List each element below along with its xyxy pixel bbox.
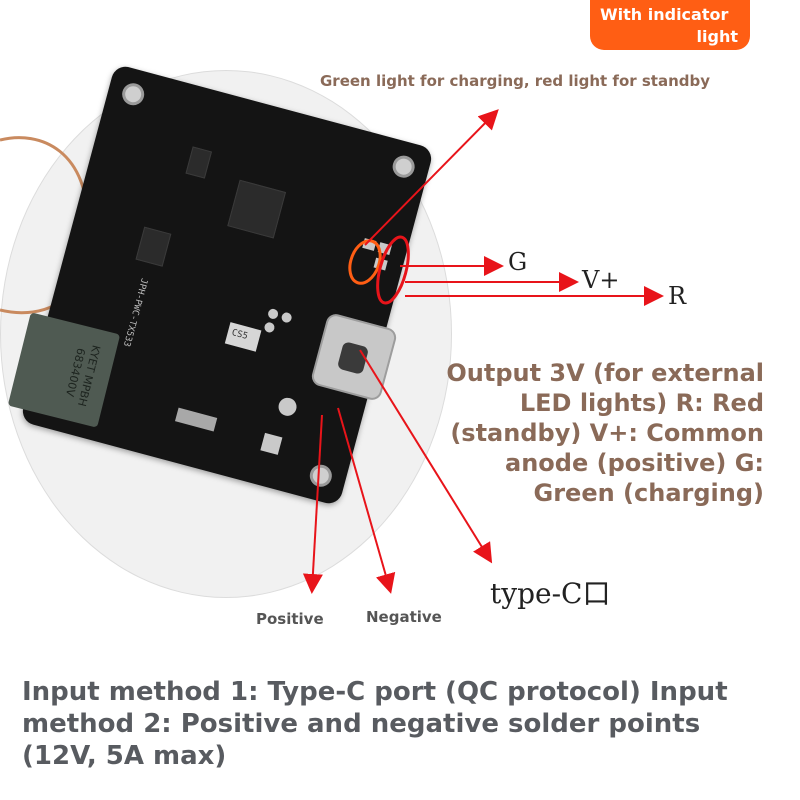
board-model-silkscreen: JPH-PWC-TX533 xyxy=(120,276,149,348)
led-pad-r xyxy=(373,257,388,271)
badge-line-1: With indicator xyxy=(600,5,729,24)
indicator-badge: With indicator light xyxy=(590,0,750,50)
indicator-note: Green light for charging, red light for … xyxy=(320,72,711,90)
mount-hole xyxy=(307,462,335,490)
negative-solder-pad xyxy=(260,432,283,455)
led-pad-v xyxy=(377,242,392,255)
signal-r-label: R xyxy=(668,282,687,310)
led-pad-g xyxy=(362,238,377,251)
test-pad xyxy=(280,311,293,324)
output-description: Output 3V (for external LED lights) R: R… xyxy=(446,359,764,507)
test-pad xyxy=(266,307,280,321)
positive-solder-pad xyxy=(276,395,299,418)
input-description: Input method 1: Type-C port (QC protocol… xyxy=(22,677,728,771)
badge-line-2: light xyxy=(696,27,738,46)
mosfet-chip xyxy=(185,146,213,179)
mosfet-chip xyxy=(135,226,172,267)
test-pad xyxy=(263,321,276,334)
connector-header xyxy=(174,407,218,432)
typec-port-label: type-C口 xyxy=(490,577,611,610)
mount-hole xyxy=(119,80,147,108)
positive-label: Positive xyxy=(256,610,324,628)
signal-v-label: V+ xyxy=(582,266,620,294)
mount-hole xyxy=(390,153,418,181)
resistor: CS5 xyxy=(224,322,262,352)
controller-chip xyxy=(227,179,287,239)
negative-label: Negative xyxy=(366,608,442,626)
signal-g-label: G xyxy=(508,248,528,276)
